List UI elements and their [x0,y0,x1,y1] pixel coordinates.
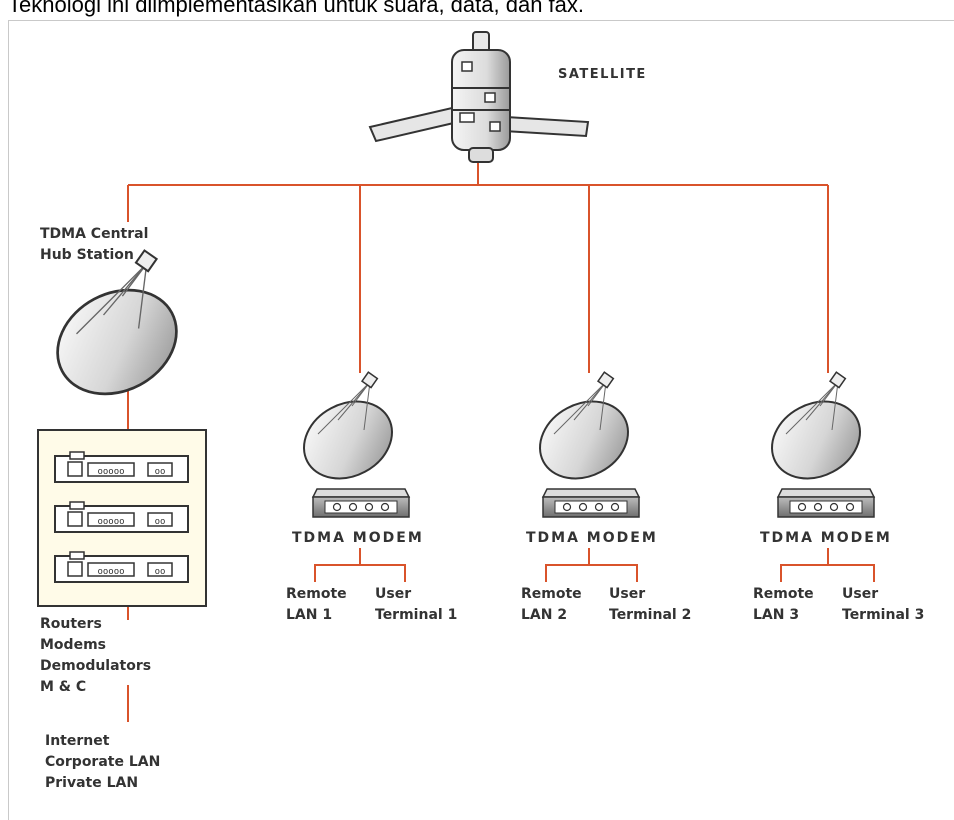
caption: Teknologi ini diimplementasikan untuk su… [8,0,585,17]
list-item: Internet [45,733,110,749]
remote-2-dish-icon [525,371,643,495]
remote-2-lan-line2: LAN 2 [521,607,568,623]
list-item: Demodulators [40,658,152,674]
remote-2-modem-icon [542,488,640,518]
link-lines [127,160,875,722]
remote-3-dish-icon [757,371,875,495]
list-item: Modems [40,637,106,653]
remote-1-modem-label: TDMA MODEM [292,530,424,546]
remote-1-term-line2: Terminal 1 [375,607,458,623]
remote-3-terminal-label: User Terminal 3 [842,584,924,626]
remote-1-lan-label: Remote LAN 1 [286,584,347,626]
diagram-frame [8,20,954,820]
hub-dish-icon [38,249,196,416]
remote-1-lan-line2: LAN 1 [286,607,333,623]
remote-2-terminal-label: User Terminal 2 [609,584,691,626]
remote-3-term-line2: Terminal 3 [842,607,925,623]
list-item: M & C [40,679,87,695]
remote-3-lan-line1: Remote [753,586,814,602]
satellite-icon [368,31,590,163]
list-item: Routers [40,616,102,632]
remote-3-modem-icon [777,488,875,518]
hub-rack [37,429,207,607]
remote-3-lan-label: Remote LAN 3 [753,584,814,626]
rack-unit-3 [54,551,189,583]
remote-3-branch-line [780,548,875,582]
rack-unit-2 [54,501,189,533]
hub-title-line1: TDMA Central [40,226,149,242]
hub-title-line2: Hub Station [40,247,134,263]
remote-3-lan-line2: LAN 3 [753,607,800,623]
remote-1-term-line1: User [375,586,412,602]
remote-2-lan-label: Remote LAN 2 [521,584,582,626]
remote-1-dish-icon [289,371,407,495]
remote-1-terminal-label: User Terminal 1 [375,584,457,626]
remote-1-modem-icon [312,488,410,518]
list-item: Corporate LAN [45,754,161,770]
remote-2-modem-label: TDMA MODEM [526,530,658,546]
hub-title: TDMA Central Hub Station [40,224,148,266]
remote-2-term-line1: User [609,586,646,602]
list-item: Private LAN [45,775,139,791]
remote-1-branch-line [314,548,406,582]
satellite-label: SATELLITE [558,67,647,82]
hub-networks-list: Internet Corporate LAN Private LAN [45,731,160,794]
remote-3-term-line1: User [842,586,879,602]
rack-unit-1 [54,451,189,483]
remote-2-term-line2: Terminal 2 [609,607,692,623]
remote-2-branch-line [545,548,638,582]
remote-1-lan-line1: Remote [286,586,347,602]
hub-equipment-list: Routers Modems Demodulators M & C [40,614,151,698]
remote-3-modem-label: TDMA MODEM [760,530,892,546]
remote-2-lan-line1: Remote [521,586,582,602]
